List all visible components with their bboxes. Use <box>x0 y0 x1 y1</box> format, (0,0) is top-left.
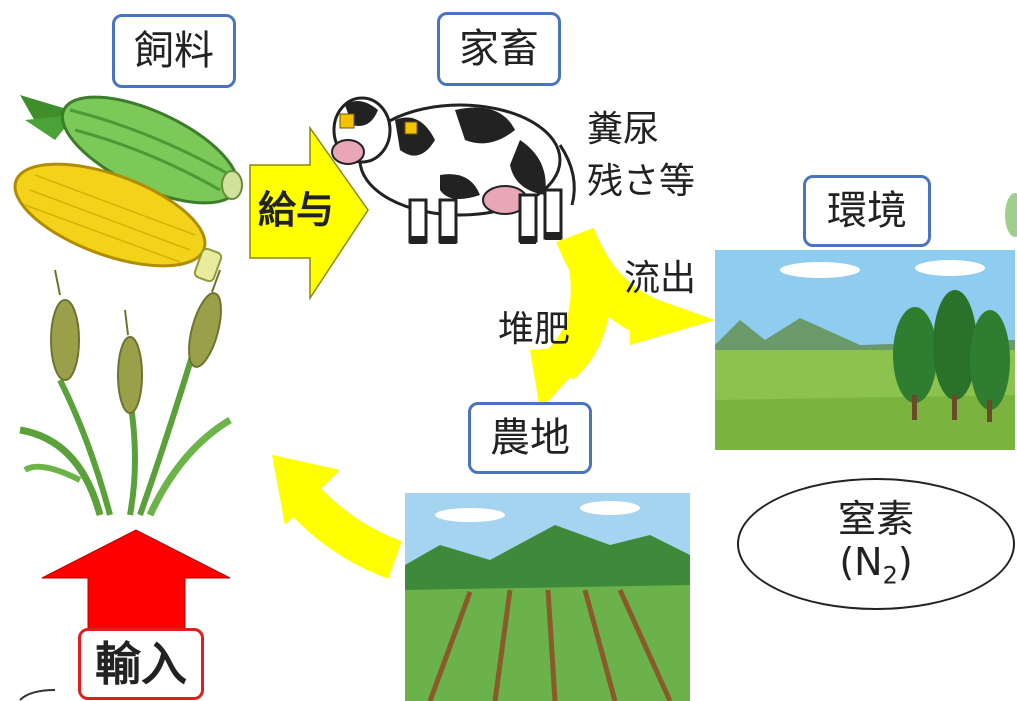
manure-label-line1: 糞尿 <box>587 109 660 150</box>
nitrogen-formula-subscript: 2 <box>882 561 898 590</box>
farmland-to-feed-arrow <box>285 481 403 579</box>
farmland-to-feed-arrowhead <box>272 455 340 525</box>
corn-icon <box>20 95 243 205</box>
nitrogen-formula-close: ) <box>897 540 913 585</box>
nitrogen-ellipse: 窒素 (N2) <box>737 478 1015 610</box>
import-arrow <box>41 529 231 631</box>
tree-fragment <box>1005 193 1017 237</box>
feeding-arrow <box>249 125 369 301</box>
environment-label: 環境 <box>803 175 931 247</box>
compost-label: 堆肥 <box>498 309 571 350</box>
nitrogen-label: 窒素 <box>837 496 914 541</box>
manure-label-line2: 残さ等 <box>587 161 696 202</box>
outflow-arrowhead <box>630 290 715 345</box>
outflow-label: 流出 <box>624 258 697 299</box>
farmland-label: 農地 <box>468 402 592 474</box>
wheat-icon <box>19 269 232 517</box>
corn-cob-icon <box>13 162 223 283</box>
nitrogen-formula-open: (N <box>839 540 883 585</box>
livestock-label: 家畜 <box>437 12 561 86</box>
field-icon <box>405 493 690 701</box>
feeding-label: 給与 <box>258 188 335 232</box>
cow-icon <box>331 96 576 244</box>
nitrogen-formula: (N2) <box>839 540 913 590</box>
import-label: 輸入 <box>78 628 204 700</box>
landscape-icon <box>715 250 1015 450</box>
feed-label: 飼料 <box>112 14 236 88</box>
bracket-mark <box>19 689 56 701</box>
compost-arrowhead <box>530 345 600 410</box>
